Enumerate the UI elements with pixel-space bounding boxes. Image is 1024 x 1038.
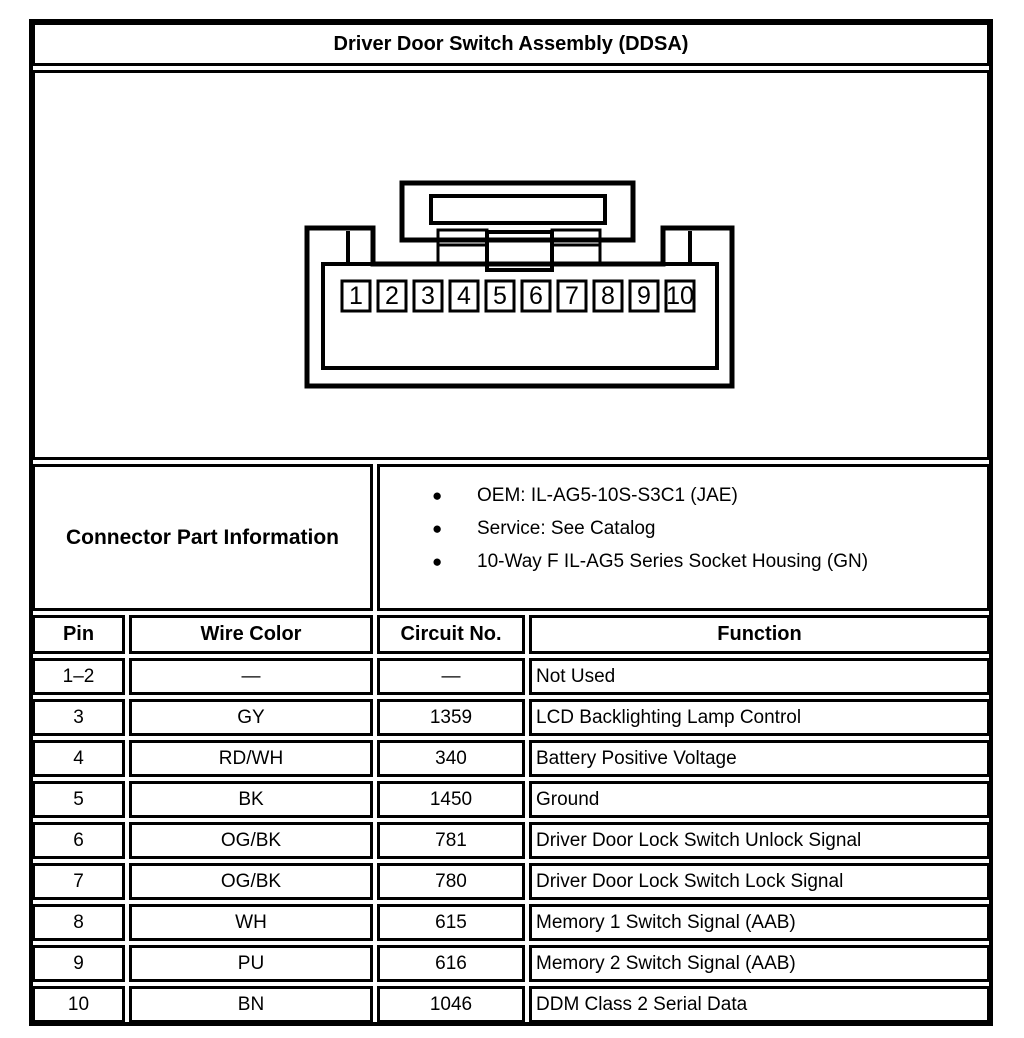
pin-square <box>376 279 408 313</box>
wire-color-cell: — <box>129 658 373 695</box>
latch-inner <box>429 194 607 225</box>
wire-color-cell: WH <box>129 904 373 941</box>
function-cell: Memory 2 Switch Signal (AAB) <box>529 945 990 982</box>
pin-square <box>556 279 588 313</box>
connector-info-sheet: Driver Door Switch Assembly (DDSA) <box>28 18 994 1027</box>
page-title: Driver Door Switch Assembly (DDSA) <box>32 22 990 66</box>
function-cell: Ground <box>529 781 990 818</box>
function-cell: Driver Door Lock Switch Unlock Signal <box>529 822 990 859</box>
function-cell: Battery Positive Voltage <box>529 740 990 777</box>
wire-color-cell: BK <box>129 781 373 818</box>
latch-tab-edges <box>436 245 602 264</box>
part-info-bullet-text: 10-Way F IL-AG5 Series Socket Housing (G… <box>477 551 869 572</box>
pin-number: 6 <box>529 282 543 310</box>
pin-cell: 10 <box>32 986 125 1023</box>
circuit-no-cell: 781 <box>377 822 525 859</box>
circuit-no-cell: 1046 <box>377 986 525 1023</box>
pin-square <box>340 279 372 313</box>
pin-square <box>628 279 660 313</box>
part-info-bullet-item: ● 10-Way F IL-AG5 Series Socket Housing (… <box>380 545 987 578</box>
pin-number: 2 <box>385 282 399 310</box>
part-info-row: Connector Part Information ● OEM: IL-AG5-… <box>32 464 990 611</box>
function-cell: Memory 1 Switch Signal (AAB) <box>529 904 990 941</box>
col-header-wire-color: Wire Color <box>129 615 373 654</box>
body-inner-outline <box>321 262 719 370</box>
bullet-icon: ● <box>432 552 443 571</box>
pin-cell: 6 <box>32 822 125 859</box>
pin-square <box>448 279 480 313</box>
pin-square <box>664 279 696 313</box>
pin-cell: 7 <box>32 863 125 900</box>
wire-color-cell: BN <box>129 986 373 1023</box>
part-info-bullet-item: ● OEM: IL-AG5-10S-S3C1 (JAE) <box>380 479 987 512</box>
pin-number: 4 <box>457 282 471 310</box>
bullet-icon: ● <box>432 486 443 505</box>
pin-square <box>520 279 552 313</box>
circuit-no-cell: 1450 <box>377 781 525 818</box>
pin-cell: 9 <box>32 945 125 982</box>
latch-center-key <box>485 230 554 272</box>
table-row: 1–2——Not Used <box>32 658 990 695</box>
part-info-bullet-list: ● OEM: IL-AG5-10S-S3C1 (JAE) ● Service: See… <box>380 479 987 578</box>
function-cell: Not Used <box>529 658 990 695</box>
col-header-function: Function <box>529 615 990 654</box>
pin-number: 8 <box>601 282 615 310</box>
part-info-bullet-text: Service: See Catalog <box>477 518 656 539</box>
wire-color-cell: OG/BK <box>129 822 373 859</box>
circuit-no-cell: 780 <box>377 863 525 900</box>
function-cell: DDM Class 2 Serial Data <box>529 986 990 1023</box>
circuit-no-cell: 340 <box>377 740 525 777</box>
pin-number: 3 <box>421 282 435 310</box>
function-cell: LCD Backlighting Lamp Control <box>529 699 990 736</box>
pin-cell: 3 <box>32 699 125 736</box>
pin-cell: 5 <box>32 781 125 818</box>
wire-color-cell: RD/WH <box>129 740 373 777</box>
circuit-no-cell: 1359 <box>377 699 525 736</box>
part-info-label: Connector Part Information <box>32 464 373 611</box>
pin-cell: 4 <box>32 740 125 777</box>
pin-number: 7 <box>565 282 579 310</box>
circuit-no-cell: 616 <box>377 945 525 982</box>
pin-cell: 1–2 <box>32 658 125 695</box>
pin-number: 5 <box>493 282 507 310</box>
part-info-details: ● OEM: IL-AG5-10S-S3C1 (JAE) ● Service: See… <box>377 464 990 611</box>
col-header-circuit-no: Circuit No. <box>377 615 525 654</box>
pin-square <box>592 279 624 313</box>
pin-number: 1 <box>349 282 363 310</box>
wire-color-cell: OG/BK <box>129 863 373 900</box>
body-outline <box>304 225 735 389</box>
bullet-icon: ● <box>432 519 443 538</box>
pin-square <box>412 279 444 313</box>
pin-square <box>484 279 516 313</box>
pin-cell: 8 <box>32 904 125 941</box>
col-header-pin: Pin <box>32 615 125 654</box>
function-cell: Driver Door Lock Switch Lock Signal <box>529 863 990 900</box>
part-info-bullet-item: ● Service: See Catalog <box>380 512 987 545</box>
pin-number: 9 <box>637 282 651 310</box>
title-row: Driver Door Switch Assembly (DDSA) <box>32 22 990 66</box>
table-header-row: Pin Wire Color Circuit No. Function <box>32 615 990 654</box>
connector-info-table: Driver Door Switch Assembly (DDSA) <box>28 18 994 1027</box>
latch-outer <box>399 180 636 243</box>
shoulder-inner-lines <box>346 231 692 264</box>
part-info-bullet-text: OEM: IL-AG5-10S-S3C1 (JAE) <box>477 485 738 506</box>
pin-number: 10 <box>666 282 694 310</box>
wire-color-cell: GY <box>129 699 373 736</box>
circuit-no-cell: — <box>377 658 525 695</box>
circuit-no-cell: 615 <box>377 904 525 941</box>
wire-color-cell: PU <box>129 945 373 982</box>
